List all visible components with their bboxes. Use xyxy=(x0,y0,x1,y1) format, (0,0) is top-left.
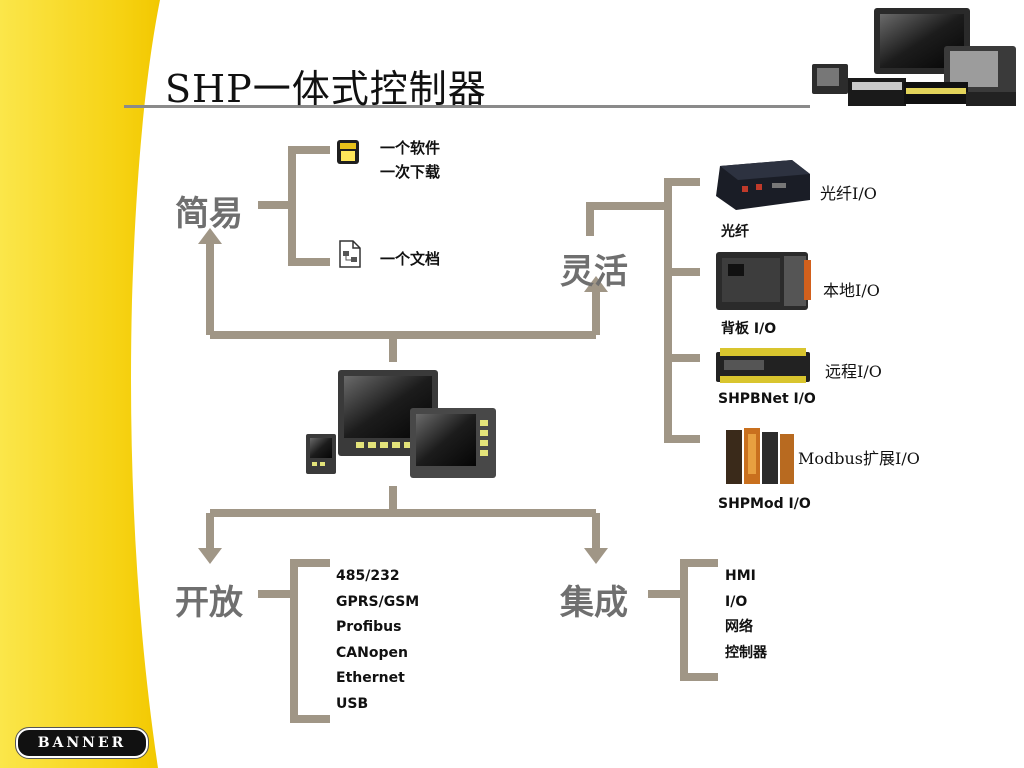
open-protocol-list: 485/232 GPRS/GSM Profibus CANopen Ethern… xyxy=(336,564,419,717)
title-underline xyxy=(124,105,810,108)
shpbnet-module-image xyxy=(716,348,810,383)
shpbnet-module-caption: SHPBNet I/O xyxy=(718,391,816,407)
backplane-module-image xyxy=(716,252,811,310)
fiber-io-label: 光纤I/O xyxy=(820,184,877,203)
list-item: Profibus xyxy=(336,619,402,635)
controller-image xyxy=(306,370,496,478)
backplane-module-caption: 背板 I/O xyxy=(721,321,777,337)
list-item: I/O xyxy=(725,593,748,610)
fiber-module-caption: 光纤 xyxy=(721,224,749,240)
software-item: 一个软件 一次下载 xyxy=(380,136,440,184)
list-item: HMI xyxy=(725,568,756,584)
software-line-2: 一次下载 xyxy=(380,163,441,181)
slide-title: SHP一体式控制器 xyxy=(165,67,487,111)
software-icon xyxy=(337,140,359,164)
list-item: GPRS/GSM xyxy=(336,593,420,610)
banner-logo: BANNER xyxy=(15,727,149,759)
list-item: 控制器 xyxy=(725,644,767,661)
software-line-1: 一个软件 xyxy=(380,139,441,157)
yellow-side-band xyxy=(0,0,160,768)
product-family-image xyxy=(812,8,1016,106)
remote-io-label: 远程I/O xyxy=(825,362,882,381)
list-item: 485/232 xyxy=(336,568,400,584)
document-icon xyxy=(339,240,361,268)
list-item: 网络 xyxy=(725,619,753,635)
fiber-module-image xyxy=(716,160,810,210)
shpmod-module-image xyxy=(726,428,794,484)
document-item: 一个文档 xyxy=(380,250,441,268)
modbus-io-label: Modbus扩展I/O xyxy=(798,449,920,468)
list-item: CANopen xyxy=(336,644,408,661)
flexible-label: 灵活 xyxy=(560,252,628,292)
open-label: 开放 xyxy=(175,583,243,623)
list-item: USB xyxy=(336,695,369,712)
local-io-label: 本地I/O xyxy=(823,281,880,300)
simple-label: 简易 xyxy=(175,194,243,234)
integrated-label: 集成 xyxy=(560,583,628,623)
shpmod-module-caption: SHPMod I/O xyxy=(718,496,811,512)
list-item: Ethernet xyxy=(336,670,405,686)
integrated-list: HMI I/O 网络 控制器 xyxy=(725,564,767,666)
